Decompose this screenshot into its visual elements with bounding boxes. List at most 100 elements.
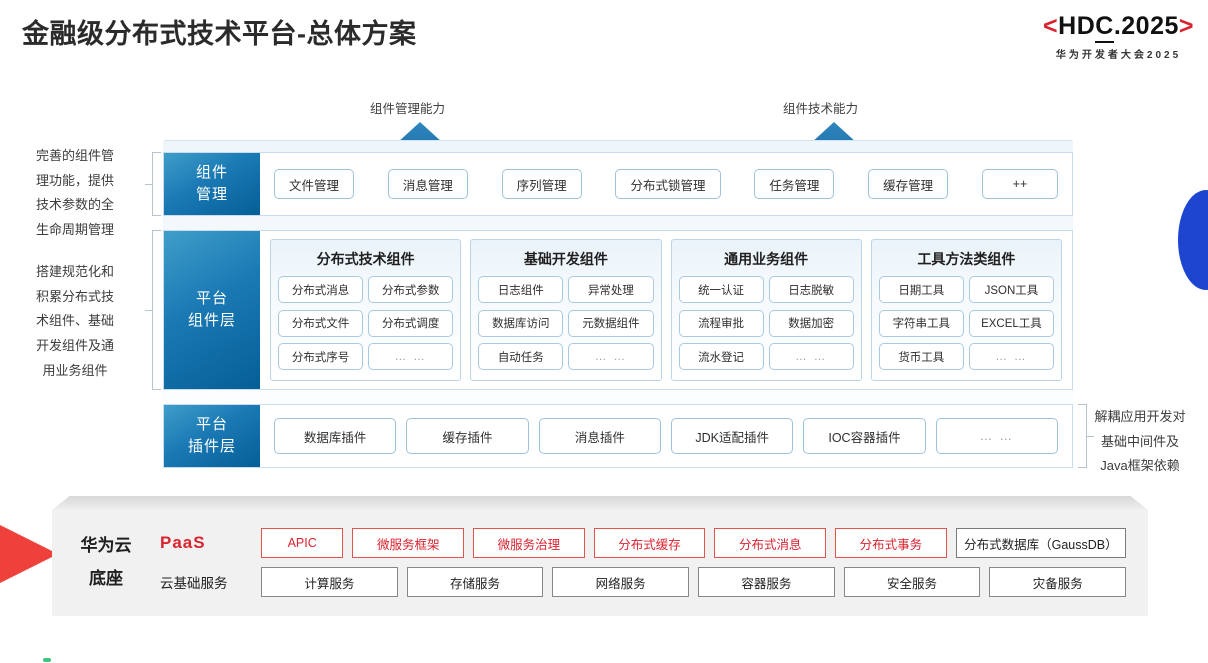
cbox-disaster-recovery-service[interactable]: 灾备服务	[989, 567, 1127, 597]
group-general-business: 通用业务组件 统一认证 日志脱敏 流程审批 数据加密 流水登记 … …	[670, 239, 862, 381]
chip-distributed-message[interactable]: 分布式消息	[278, 276, 364, 303]
cbox-network-service[interactable]: 网络服务	[552, 567, 690, 597]
cbox-storage-service[interactable]: 存储服务	[406, 567, 544, 597]
chip-unified-authentication[interactable]: 统一认证	[678, 276, 764, 303]
huawei-cloud-section: 华为云 底座 PaaS APIC 微服务框架 微服务治理 分布式缓存 分布式消息…	[52, 496, 1148, 616]
chip-distributed-more[interactable]: … …	[368, 343, 454, 371]
chip-currency-tool[interactable]: 货币工具	[878, 343, 964, 371]
chip-plugin-more[interactable]: … …	[935, 418, 1058, 454]
chip-basic-more[interactable]: … …	[568, 343, 654, 371]
chip-distributed-schedule[interactable]: 分布式调度	[368, 309, 454, 337]
group-title-general-business: 通用业务组件	[724, 251, 809, 267]
bracket-tick-plugin	[1087, 436, 1094, 437]
cbox-distributed-transaction[interactable]: 分布式事务	[835, 528, 947, 558]
chip-process-approval[interactable]: 流程审批	[678, 309, 764, 337]
group-basic-development: 基础开发组件 日志组件 异常处理 数据库访问 元数据组件 自动任务 … …	[470, 239, 662, 381]
bracket-tick-component	[145, 310, 152, 311]
layer-body-platform-plugin: 数据库插件 缓存插件 消息插件 JDK适配插件 IOC容器插件 … …	[260, 405, 1072, 467]
chip-sequence-management[interactable]: 序列管理	[501, 169, 582, 199]
chip-cache-plugin[interactable]: 缓存插件	[406, 418, 529, 454]
hdc-year: .2025	[1113, 12, 1179, 40]
cloud-section-top-bevel	[52, 496, 1148, 510]
red-wedge-decoration	[0, 508, 58, 600]
layer-tab-platform-plugin: 平台 插件层	[164, 405, 260, 467]
bracket-management	[152, 152, 161, 216]
cloud-row-paas: PaaS APIC 微服务框架 微服务治理 分布式缓存 分布式消息 分布式事务 …	[160, 528, 1127, 558]
green-dot-decoration	[43, 658, 51, 662]
cbox-security-service[interactable]: 安全服务	[843, 567, 981, 597]
layer-body-component-management: 文件管理 消息管理 序列管理 分布式锁管理 任务管理 缓存管理 ++	[260, 153, 1072, 215]
cbox-distributed-message[interactable]: 分布式消息	[714, 528, 827, 558]
cloud-section-body: 华为云 底座 PaaS APIC 微服务框架 微服务治理 分布式缓存 分布式消息…	[52, 509, 1148, 616]
cloud-rows: PaaS APIC 微服务框架 微服务治理 分布式缓存 分布式消息 分布式事务 …	[160, 528, 1148, 597]
chip-log-desensitization[interactable]: 日志脱敏	[768, 276, 854, 303]
cbox-container-service[interactable]: 容器服务	[698, 567, 835, 597]
chip-jdk-adapter-plugin[interactable]: JDK适配插件	[670, 418, 794, 454]
chip-date-tool[interactable]: 日期工具	[878, 276, 964, 303]
cbox-apic[interactable]: APIC	[261, 528, 344, 558]
chip-log-component[interactable]: 日志组件	[478, 276, 564, 303]
base-row-label: 云基础服务	[160, 576, 228, 591]
chip-distributed-sequence[interactable]: 分布式序号	[278, 343, 364, 371]
arrow-label-technology: 组件技术能力	[783, 102, 859, 116]
chip-database-access[interactable]: 数据库访问	[478, 309, 564, 337]
chip-file-management[interactable]: 文件管理	[274, 169, 355, 199]
chip-distributed-lock-management[interactable]: 分布式锁管理	[615, 169, 721, 199]
chip-distributed-parameter[interactable]: 分布式参数	[368, 276, 454, 303]
chip-add-more[interactable]: ++	[981, 169, 1058, 199]
layer-platform-component: 平台 组件层 分布式技术组件 分布式消息 分布式参数 分布式文件 分布式调度 分…	[163, 230, 1073, 390]
paas-row-label: PaaS	[160, 533, 206, 552]
group-distributed-tech: 分布式技术组件 分布式消息 分布式参数 分布式文件 分布式调度 分布式序号 … …	[270, 239, 462, 381]
cbox-compute-service[interactable]: 计算服务	[261, 567, 398, 597]
cbox-distributed-cache[interactable]: 分布式缓存	[593, 528, 706, 558]
bracket-tick-management	[145, 184, 152, 185]
group-title-distributed-tech: 分布式技术组件	[316, 251, 415, 267]
angle-left-icon: <	[1043, 12, 1059, 40]
hdc-logo: <HDC.2025> 华为开发者大会2025	[1043, 12, 1194, 61]
chip-data-encryption[interactable]: 数据加密	[768, 309, 854, 337]
chip-metadata-component[interactable]: 元数据组件	[568, 309, 654, 337]
chip-string-tool[interactable]: 字符串工具	[878, 309, 964, 337]
chip-message-plugin[interactable]: 消息插件	[538, 418, 661, 454]
group-grid-general-business: 统一认证 日志脱敏 流程审批 数据加密 流水登记 … …	[678, 276, 854, 373]
chip-ioc-container-plugin[interactable]: IOC容器插件	[803, 418, 926, 454]
bracket-component	[152, 230, 161, 390]
chip-cache-management[interactable]: 缓存管理	[868, 169, 949, 199]
group-title-basic-development: 基础开发组件	[523, 251, 608, 267]
chip-message-management[interactable]: 消息管理	[387, 169, 468, 199]
side-note-management: 完善的组件管 理功能，提供 技术参数的全 生命周期管理	[36, 148, 115, 238]
arrow-label-management: 组件管理能力	[370, 102, 446, 116]
layer-tab-platform-component: 平台 组件层	[164, 231, 260, 389]
hdc-logo-text: <HDC.2025>	[1043, 12, 1194, 43]
hdc-logo-subtitle: 华为开发者大会2025	[1055, 50, 1182, 61]
chip-distributed-file[interactable]: 分布式文件	[278, 309, 364, 337]
layer-component-management: 组件 管理 文件管理 消息管理 序列管理 分布式锁管理 任务管理 缓存管理 ++	[163, 152, 1073, 216]
cbox-microservice-framework[interactable]: 微服务框架	[352, 528, 465, 558]
chip-task-management[interactable]: 任务管理	[754, 169, 835, 199]
chip-json-tool[interactable]: JSON工具	[968, 276, 1054, 303]
cbox-distributed-database-gaussdb[interactable]: 分布式数据库（GaussDB）	[955, 528, 1127, 558]
chip-business-more[interactable]: … …	[768, 343, 854, 371]
cbox-microservice-governance[interactable]: 微服务治理	[473, 528, 585, 558]
layer-platform-plugin: 平台 插件层 数据库插件 缓存插件 消息插件 JDK适配插件 IOC容器插件 ……	[163, 404, 1073, 468]
angle-right-icon: >	[1178, 12, 1194, 40]
layer-body-platform-component: 分布式技术组件 分布式消息 分布式参数 分布式文件 分布式调度 分布式序号 … …	[260, 231, 1072, 389]
chip-automatic-task[interactable]: 自动任务	[478, 343, 564, 371]
group-title-tool-method: 工具方法类组件	[917, 251, 1016, 267]
layer-tab-component-management: 组件 管理	[164, 153, 260, 215]
chip-tool-more[interactable]: … …	[968, 343, 1054, 371]
group-grid-distributed-tech: 分布式消息 分布式参数 分布式文件 分布式调度 分布式序号 … …	[278, 276, 454, 373]
hdc-c: C	[1095, 12, 1114, 43]
group-tool-method: 工具方法类组件 日期工具 JSON工具 字符串工具 EXCEL工具 货币工具 ……	[870, 239, 1062, 381]
cloud-row-base: 云基础服务 计算服务 存储服务 网络服务 容器服务 安全服务 灾备服务	[160, 567, 1127, 597]
bracket-plugin	[1078, 404, 1087, 468]
side-note-component: 搭建规范化和 积累分布式技 术组件、基础 开发组件及通 用业务组件	[36, 264, 115, 378]
hdc-hd: HD	[1058, 12, 1096, 40]
chip-excel-tool[interactable]: EXCEL工具	[968, 309, 1054, 337]
blue-circle-decoration	[1178, 190, 1208, 290]
chip-transaction-record[interactable]: 流水登记	[678, 343, 764, 371]
chip-exception-handling[interactable]: 异常处理	[568, 276, 654, 303]
page-title: 金融级分布式技术平台-总体方案	[22, 19, 417, 49]
chip-database-plugin[interactable]: 数据库插件	[274, 418, 397, 454]
